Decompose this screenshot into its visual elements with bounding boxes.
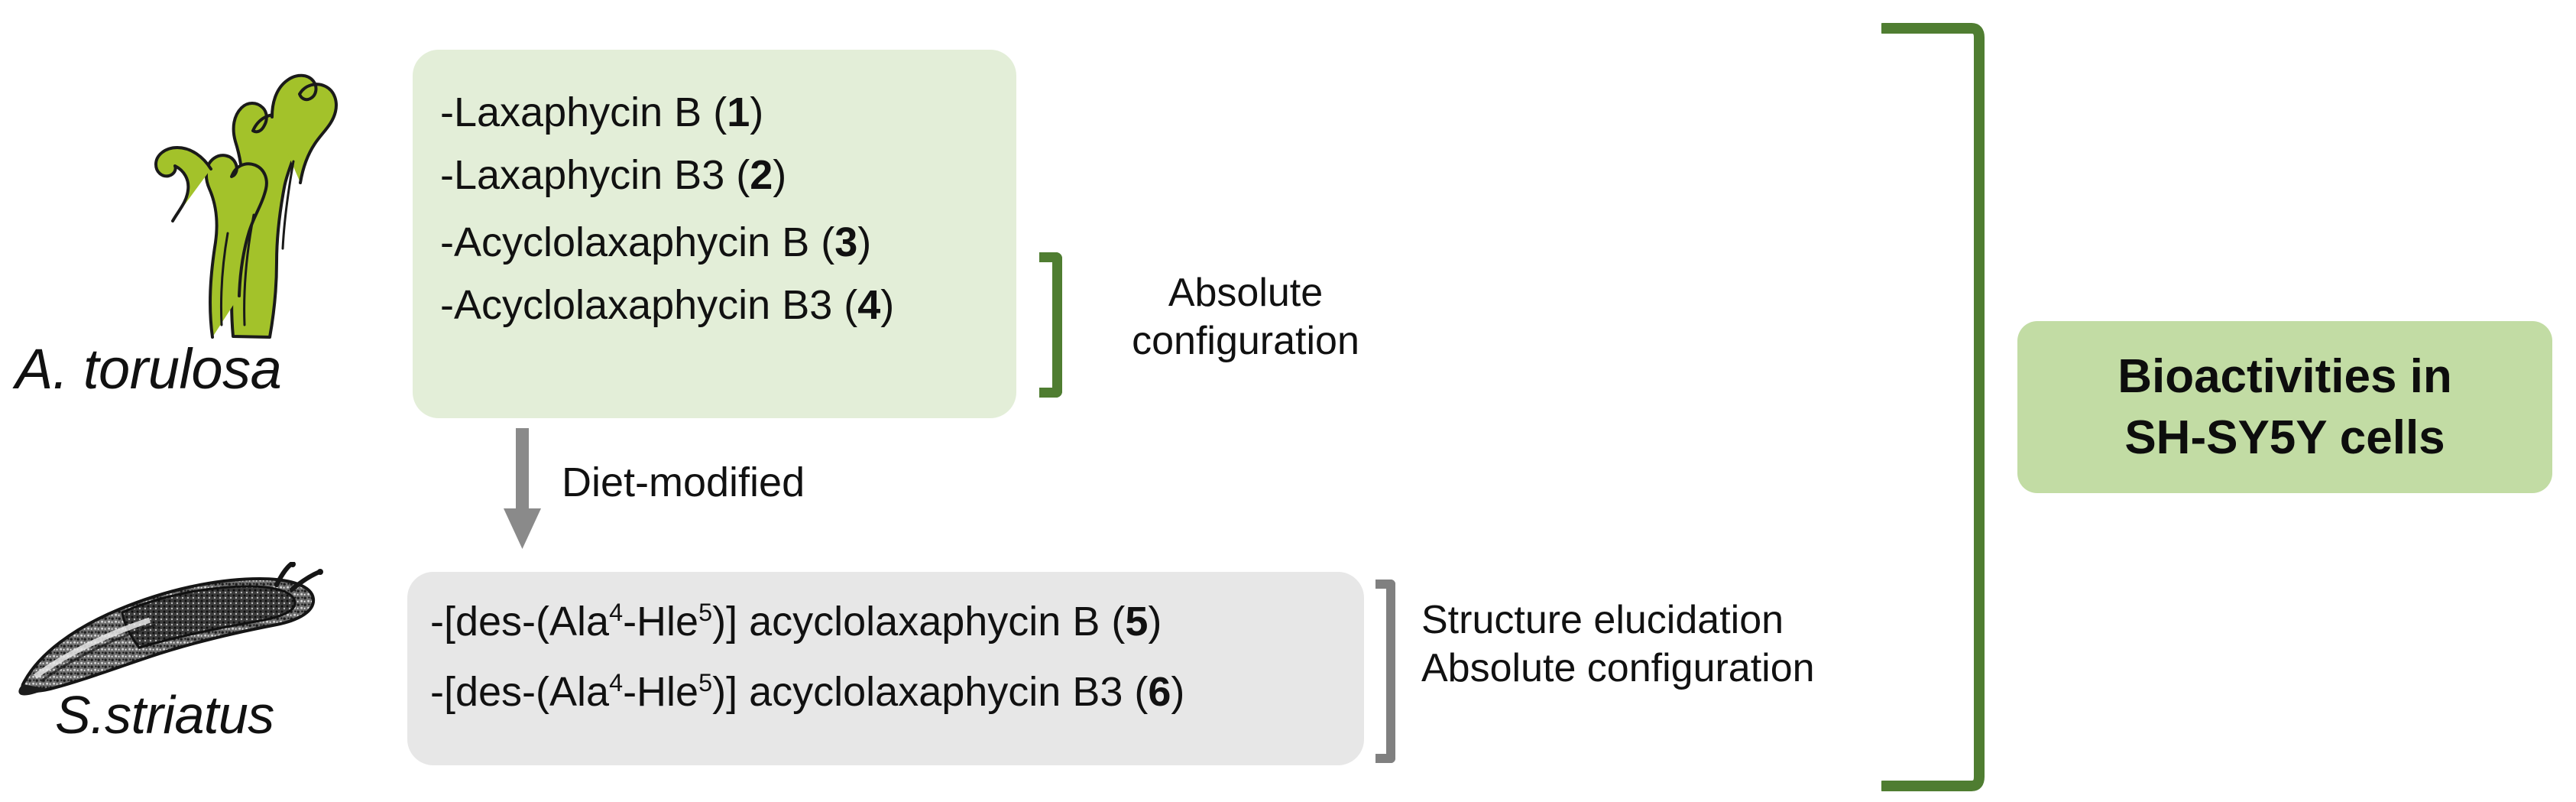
modified-metabolite-box: -[des-(Ala4-Hle5)] acyclolaxaphycin B (5… [407, 572, 1364, 765]
compound-label: Laxaphycin B3 [453, 152, 725, 198]
compound-prefix: - [440, 219, 454, 265]
compound-group-modified: -[des-(Ala4-Hle5)] acyclolaxaphycin B (5… [430, 599, 1387, 742]
compound-prefix: - [440, 282, 454, 328]
compound-suffix: )] acyclolaxaphycin B [712, 599, 1100, 645]
species-label-algae: A. torulosa [15, 337, 282, 401]
annotation-line: Absolute configuration [1421, 646, 1815, 691]
diet-modified-label: Diet-modified [562, 459, 805, 505]
diet-modified-arrow-icon [501, 428, 546, 550]
compound-label: Laxaphycin B [453, 89, 702, 135]
annotation-line: Structure elucidation [1421, 598, 1784, 642]
compound-group-acyclo: -Acyclolaxaphycin B (3) -Acyclolaxaphyci… [440, 222, 1044, 347]
compound-label: Acyclolaxaphycin B [453, 219, 810, 265]
compound-prefix: -[des-(Ala [430, 669, 610, 715]
compound-mid: -Hle [623, 669, 699, 715]
residue-superscript: 5 [698, 599, 713, 626]
compound-line: -Acyclolaxaphycin B (3) [440, 219, 872, 265]
compound-name-1: - [440, 89, 454, 135]
compound-suffix: )] acyclolaxaphycin B3 [712, 669, 1123, 715]
compound-number: 2 [750, 152, 773, 198]
structure-elucidation-annotation: Structure elucidation Absolute configura… [1421, 596, 1815, 693]
compound-prefix: - [440, 152, 454, 198]
sea-slug-illustration-icon [8, 561, 367, 700]
compound-prefix: -[des-(Ala [430, 599, 610, 645]
species-label-slug: S.striatus [55, 685, 274, 745]
compound-number: 3 [834, 219, 858, 265]
residue-superscript: 4 [609, 669, 624, 696]
primary-metabolite-box: -Laxaphycin B (1) -Laxaphycin B3 (2) -Ac… [413, 50, 1016, 418]
compound-number: 6 [1148, 669, 1171, 715]
absolute-configuration-bracket [1039, 252, 1062, 398]
absolute-configuration-annotation: Absolute configuration [1093, 269, 1398, 366]
compound-line: -Laxaphycin B3 (2) [440, 152, 787, 198]
compound-mid: -Hle [623, 599, 699, 645]
compound-number: 1 [727, 89, 750, 135]
compound-number: 4 [857, 282, 881, 328]
annotation-line: configuration [1132, 319, 1359, 364]
compound-line: -Laxaphycin B (1) [440, 89, 764, 135]
compound-label: Acyclolaxaphycin B3 [453, 282, 833, 328]
compound-line: -[des-(Ala4-Hle5)] acyclolaxaphycin B3 (… [430, 669, 1185, 715]
residue-superscript: 4 [609, 599, 624, 626]
residue-superscript: 5 [698, 669, 713, 696]
compound-line: -Acyclolaxaphycin B3 (4) [440, 282, 895, 328]
outcome-line: SH-SY5Y cells [2124, 411, 2445, 464]
outcome-grouping-bracket [1878, 23, 1985, 791]
compound-number: 5 [1125, 599, 1149, 645]
annotation-line: Absolute [1168, 271, 1324, 315]
bioactivities-outcome-box: Bioactivities in SH-SY5Y cells [2017, 321, 2552, 493]
structure-elucidation-bracket [1375, 580, 1395, 763]
compound-line: -[des-(Ala4-Hle5)] acyclolaxaphycin B (5… [430, 599, 1162, 645]
outcome-line: Bioactivities in [2118, 350, 2452, 404]
compound-group-parent: -Laxaphycin B (1) -Laxaphycin B3 (2) [440, 92, 1044, 217]
algae-illustration-icon [84, 19, 390, 340]
